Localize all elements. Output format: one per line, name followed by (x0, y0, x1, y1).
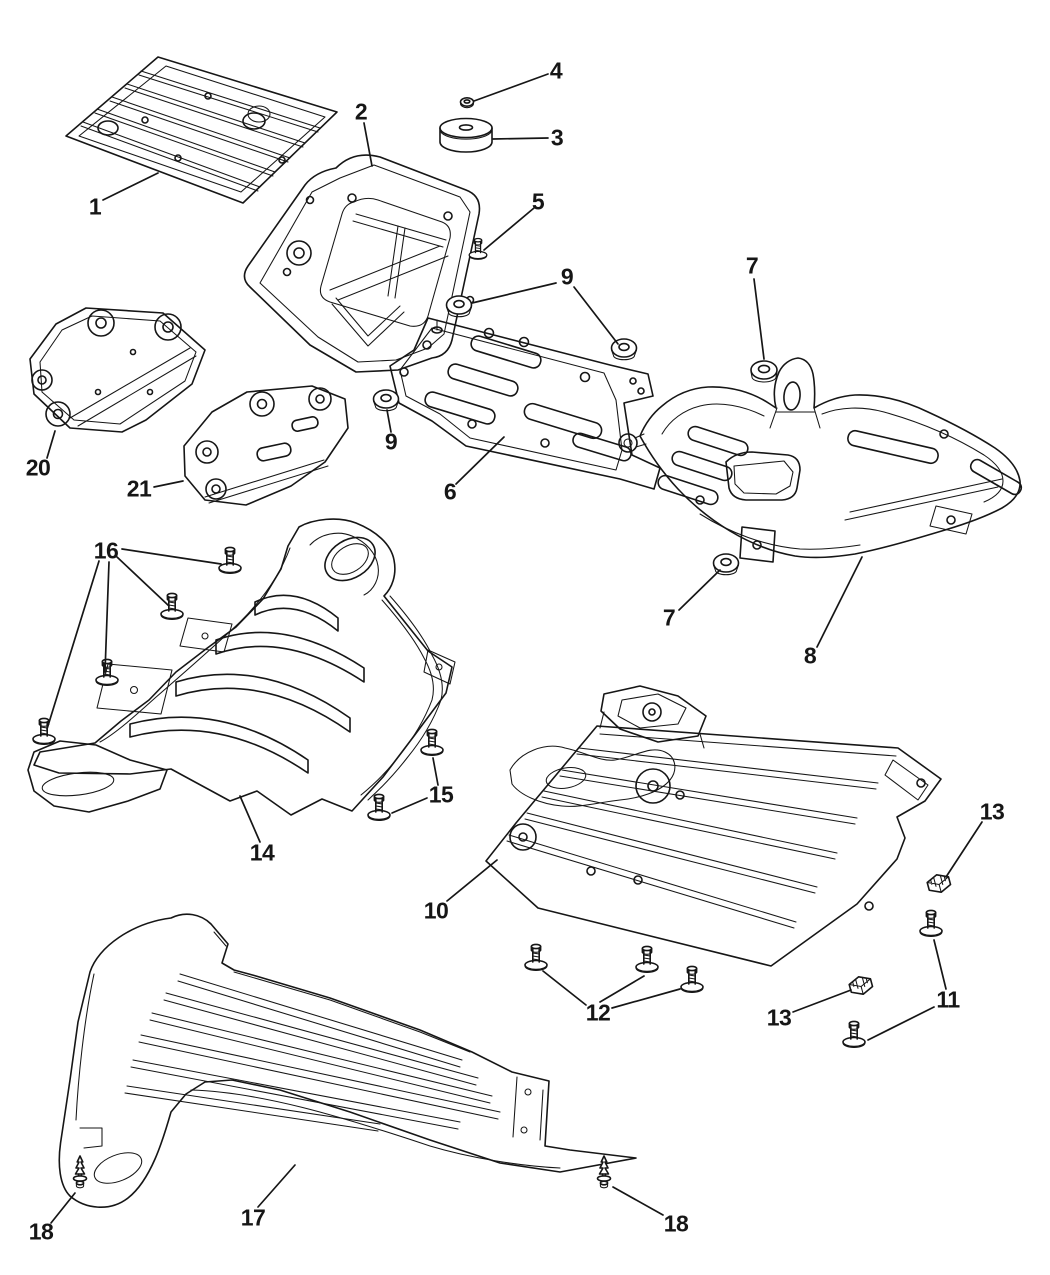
leader-line (573, 286, 619, 345)
callout-12: 12 (585, 999, 611, 1026)
leader-line (945, 821, 983, 878)
leader-line (483, 207, 535, 251)
screw-part-12 (680, 965, 704, 994)
callout-18: 18 (28, 1218, 54, 1245)
leader-line (257, 1164, 296, 1208)
callout-2: 2 (354, 98, 368, 125)
callout-7: 7 (662, 604, 676, 631)
screw-part-16 (160, 592, 184, 621)
part-10-skid-plate (485, 685, 942, 967)
callout-3: 3 (550, 124, 564, 151)
leader-line (599, 975, 645, 1003)
screw-part-16 (32, 717, 56, 746)
callout-15: 15 (428, 781, 454, 808)
leader-lines (46, 73, 983, 1224)
leader-line (471, 282, 557, 304)
callout-14: 14 (249, 839, 275, 866)
pushpin-part-18 (72, 1155, 88, 1189)
callout-9: 9 (384, 428, 398, 455)
nut-part-4 (459, 97, 475, 109)
grommet-part-9 (445, 295, 473, 318)
leader-line (933, 939, 947, 990)
callout-21: 21 (126, 475, 152, 502)
screw-part-11 (842, 1020, 866, 1049)
part-6-skid-plate (389, 317, 661, 490)
leader-line (363, 122, 373, 167)
callout-1: 1 (88, 193, 102, 220)
leader-line (121, 548, 222, 565)
leader-line (612, 1186, 664, 1216)
callout-17: 17 (240, 1204, 266, 1231)
callout-13: 13 (766, 1004, 792, 1031)
callout-20: 20 (25, 454, 51, 481)
leader-line (391, 797, 428, 814)
leader-line (455, 436, 505, 485)
leader-line (867, 1006, 935, 1041)
leader-line (50, 1192, 76, 1224)
callout-6: 6 (443, 478, 457, 505)
screw-part-15 (367, 793, 391, 822)
part-17-belly-shield (58, 913, 637, 1209)
leader-line (678, 569, 721, 611)
leader-line (542, 970, 587, 1006)
nut-part-7 (750, 360, 778, 383)
leader-line (753, 278, 765, 360)
part-14-heat-shield (27, 518, 456, 816)
callout-8: 8 (803, 642, 817, 669)
leader-line (446, 859, 498, 902)
part-20-shield (29, 307, 206, 433)
callout-5: 5 (531, 188, 545, 215)
leader-line (816, 556, 863, 648)
leader-line (153, 480, 184, 488)
callout-18: 18 (663, 1210, 689, 1237)
leader-line (104, 561, 110, 673)
callout-16: 16 (93, 537, 119, 564)
clip-part-13 (847, 973, 875, 998)
leader-line (239, 795, 261, 843)
part-2-belly-pan (243, 154, 481, 373)
screw-part-11 (919, 909, 943, 938)
leader-line (492, 137, 549, 140)
callout-7: 7 (745, 252, 759, 279)
part-1-shield (65, 56, 338, 204)
leader-line (432, 757, 439, 786)
leader-line (386, 409, 392, 433)
screw-part-16 (218, 546, 242, 575)
pushpin-part-18 (596, 1155, 612, 1189)
leader-line (46, 430, 56, 459)
callout-10: 10 (423, 897, 449, 924)
screw-part-12 (524, 943, 548, 972)
part-8-skid-plate (618, 357, 1023, 563)
leader-line (611, 988, 681, 1009)
grommet-part-9 (372, 389, 400, 412)
callout-9: 9 (560, 263, 574, 290)
leader-line (473, 73, 549, 102)
leader-line (116, 556, 170, 607)
leader-line (792, 989, 852, 1013)
part-21-shield (183, 385, 349, 506)
leader-line (46, 560, 100, 730)
screw-part-12 (635, 945, 659, 974)
cushion-part-3 (439, 117, 493, 153)
screw-part-16 (95, 658, 119, 687)
grommet-part-9 (610, 338, 638, 361)
callout-13: 13 (979, 798, 1005, 825)
callout-11: 11 (936, 986, 960, 1013)
leader-line (102, 172, 159, 201)
callout-4: 4 (549, 57, 563, 84)
